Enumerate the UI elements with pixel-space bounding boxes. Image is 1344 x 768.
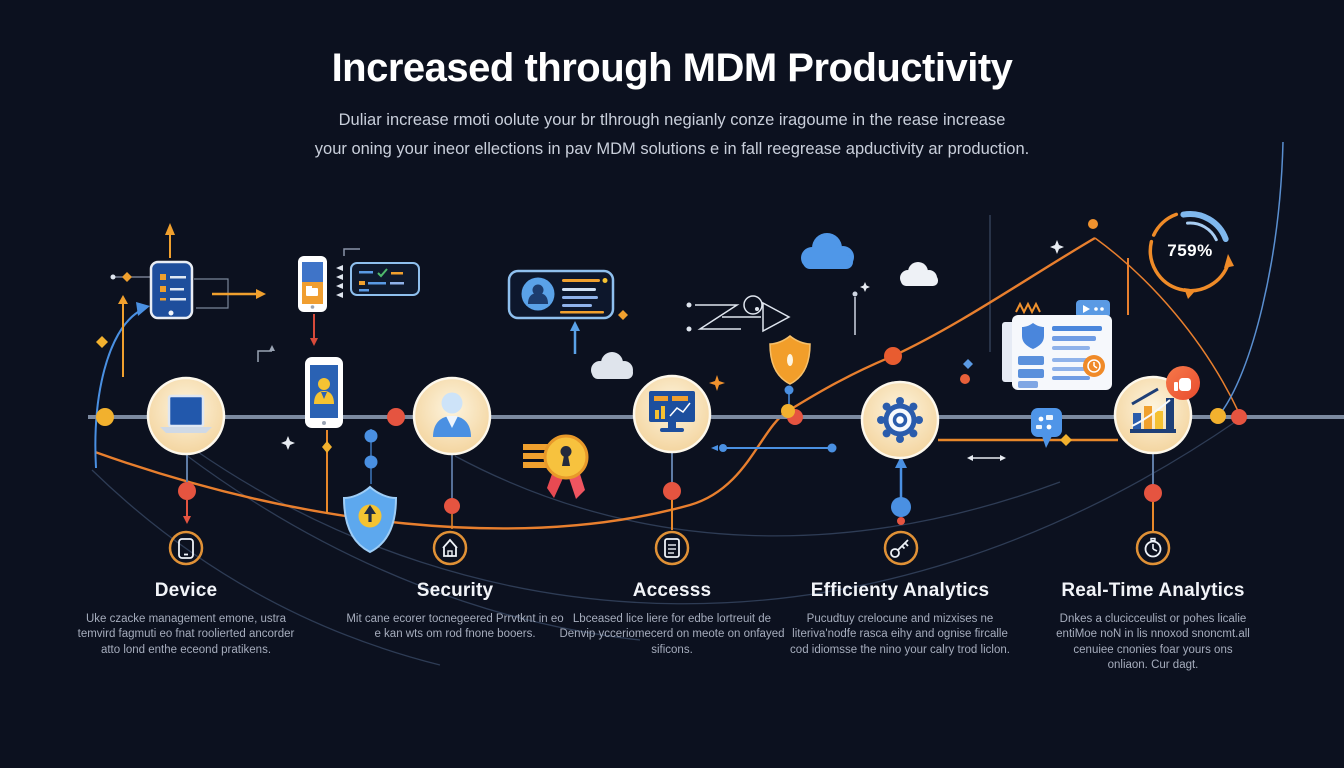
bar-chart-icon	[1130, 387, 1176, 433]
user-icon	[433, 392, 471, 437]
gear-icon	[877, 397, 923, 443]
ribbon-medal-icon	[523, 434, 589, 499]
column-ring-icons	[168, 530, 1171, 566]
subtitle-line-2: your oning your ineor ellections in pav …	[314, 140, 1030, 158]
page-title: Increased through MDM Productivity	[331, 46, 1013, 90]
tablet-checklist-icon	[96, 223, 266, 377]
timeline-node-realtime	[1113, 366, 1200, 455]
column-security: Security Mit cane ecorer tocnegeered Prr…	[330, 580, 580, 643]
column-heading: Efficienty Analytics	[810, 580, 990, 601]
column-heading: Accesss	[632, 580, 712, 601]
thumbs-up-badge-icon	[1166, 366, 1200, 400]
column-body: Dnkes a clucicceulist or pohes licalie e…	[1056, 613, 1250, 672]
page-subtitle: Duliar increase rmoti oolute your br tlh…	[0, 106, 1344, 164]
progress-gauge-icon	[1148, 211, 1234, 299]
column-heading: Device	[154, 580, 218, 601]
timeline-dot-red	[387, 408, 405, 426]
smartphone-folder-icon	[298, 256, 327, 346]
timeline-node-security	[412, 376, 492, 456]
orange-shield-icon	[769, 335, 811, 418]
clock-icon	[1135, 530, 1171, 566]
key-icon	[883, 530, 919, 566]
column-efficiency: Efficienty Analytics Pucudtuy crelocune …	[775, 580, 1025, 658]
elbow-arrow-icon	[257, 345, 275, 362]
sparkle-icon	[281, 240, 1064, 450]
node-connectors	[178, 219, 1162, 531]
column-realtime: Real-Time Analytics Dnkes a clucicceulis…	[1028, 580, 1278, 674]
gauge-value: 759%	[1167, 241, 1213, 260]
dashboard-card-icon	[1002, 300, 1112, 390]
column-heading: Security	[416, 580, 494, 601]
smartphone-icon	[168, 530, 204, 566]
timeline-node-access	[632, 374, 712, 454]
column-body: Uke czacke management emone, ustra temvi…	[77, 613, 295, 656]
chat-bubble-icon	[1031, 408, 1062, 448]
column-body: Mit cane ecorer tocnegeered Prrvtknt in …	[346, 613, 564, 641]
smartphone-user-icon	[305, 357, 343, 428]
timeline-node-device	[146, 376, 226, 456]
sketch-arrow-icon	[686, 295, 791, 333]
timeline-dot-red	[1231, 409, 1247, 425]
subtitle-line-1: Duliar increase rmoti oolute your br tlh…	[338, 111, 1006, 129]
monitor-chart-icon	[649, 391, 695, 432]
id-card-icon	[507, 269, 628, 354]
timeline-node-efficiency	[860, 380, 940, 460]
column-heading: Real-Time Analytics	[1061, 580, 1245, 601]
cloud-icon	[591, 233, 938, 379]
blue-shield-lock-icon	[322, 429, 398, 554]
column-body: Lbceased lice liere for edbe lortreuit d…	[559, 613, 785, 656]
timeline-dot-yellow	[96, 408, 114, 426]
timeline-dot-yellow	[1210, 408, 1226, 424]
clock-badge-icon	[1083, 355, 1105, 377]
laptop-icon	[160, 394, 212, 433]
column-body: Pucudtuy crelocune and mizxises ne liter…	[790, 613, 1010, 656]
document-icon	[654, 530, 690, 566]
column-device: Device Uke czacke management emone, ustr…	[61, 580, 311, 658]
column-access: Accesss Lbceased lice liere for edbe lor…	[547, 580, 797, 658]
checklist-panel-icon	[336, 248, 420, 298]
house-icon	[432, 530, 468, 566]
